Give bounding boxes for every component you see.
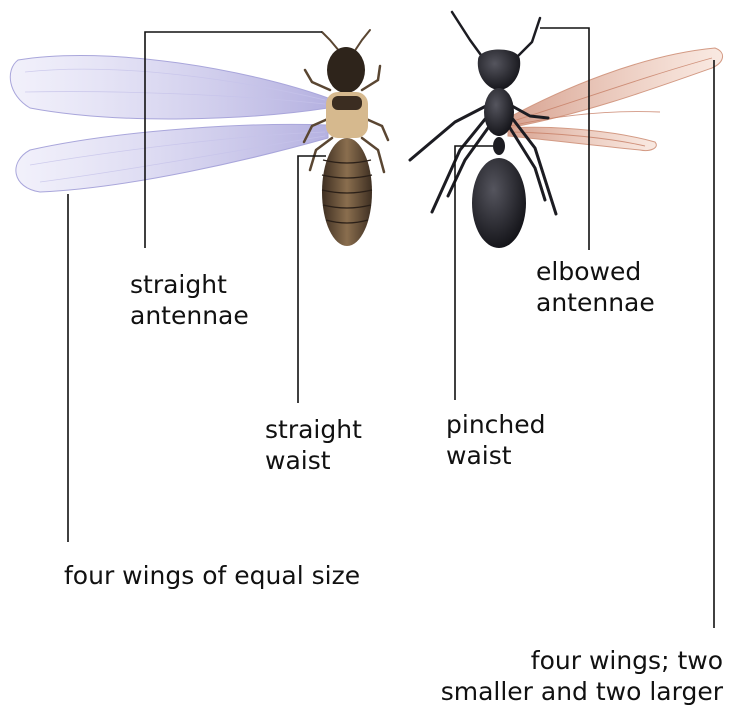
- leader-straight-waist: [298, 156, 326, 403]
- termite-upper-wing: [10, 55, 328, 118]
- termite-head: [327, 47, 365, 93]
- ant-gaster: [472, 158, 526, 248]
- label-straight-waist: straight waist: [265, 414, 362, 476]
- termite: [10, 30, 388, 246]
- ant-lower-wing: [508, 127, 656, 150]
- label-pinched-waist: pinched waist: [446, 409, 546, 471]
- label-pinched-waist-line2: waist: [446, 440, 546, 471]
- ant-thorax: [484, 88, 514, 136]
- label-four-wings-unequal-line1: four wings; two: [441, 645, 723, 676]
- label-four-wings-equal: four wings of equal size: [64, 560, 360, 591]
- label-straight-antennae: straight antennae: [130, 269, 249, 331]
- label-straight-antennae-line2: antennae: [130, 300, 249, 331]
- label-pinched-waist-line1: pinched: [446, 409, 546, 440]
- label-four-wings-equal-text: four wings of equal size: [64, 560, 360, 591]
- ant-pinched-waist: [493, 137, 505, 155]
- label-elbowed-antennae-line1: elbowed: [536, 256, 655, 287]
- label-elbowed-antennae: elbowed antennae: [536, 256, 655, 318]
- ant-head: [478, 50, 520, 91]
- label-elbowed-antennae-line2: antennae: [536, 287, 655, 318]
- label-four-wings-unequal-line2: smaller and two larger: [441, 676, 723, 707]
- label-four-wings-unequal: four wings; two smaller and two larger: [441, 645, 723, 707]
- label-straight-waist-line1: straight: [265, 414, 362, 445]
- ant: [410, 12, 723, 248]
- label-straight-antennae-line1: straight: [130, 269, 249, 300]
- label-straight-waist-line2: waist: [265, 445, 362, 476]
